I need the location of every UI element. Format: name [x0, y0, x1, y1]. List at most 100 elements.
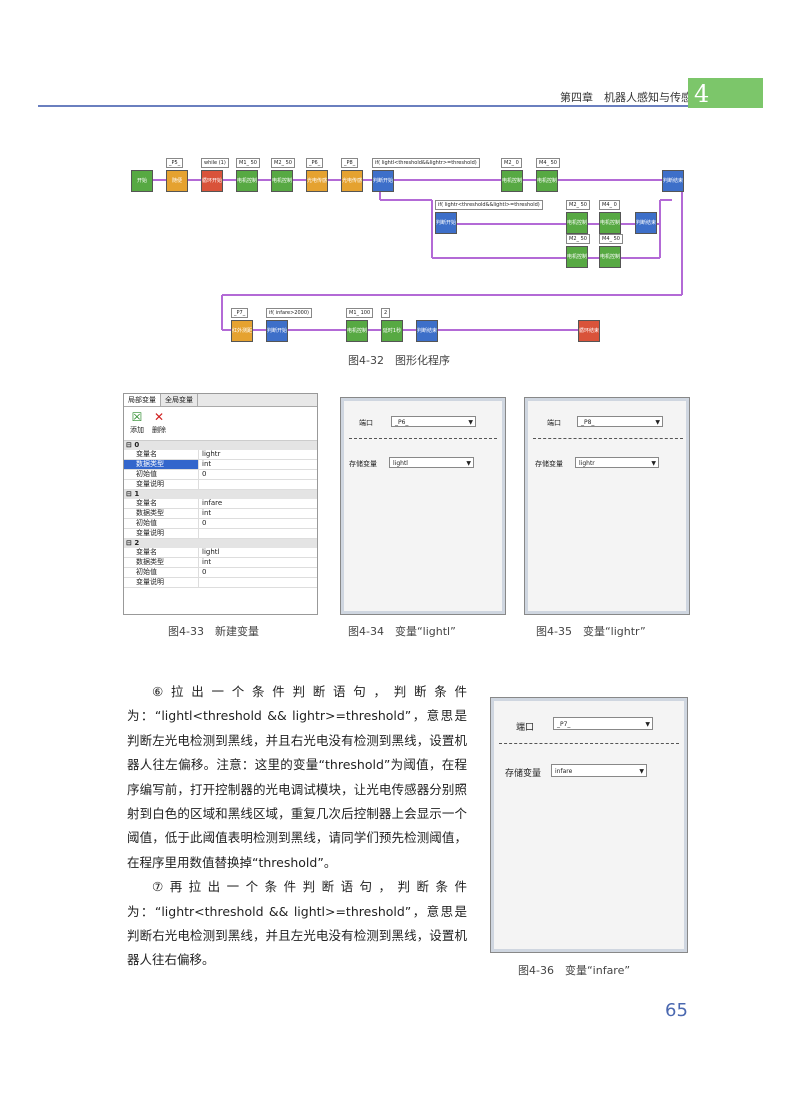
flow-block[interactable]: 开始	[131, 170, 153, 192]
property-value[interactable]	[199, 529, 317, 538]
flow-block-param[interactable]: M2_ 0	[501, 158, 522, 168]
flow-block[interactable]: 判断结束	[662, 170, 684, 192]
flow-block-param[interactable]: M4_ 0	[599, 200, 620, 210]
variable-property-row[interactable]: 变量说明	[124, 529, 317, 539]
flow-block[interactable]: 光电传感	[306, 170, 328, 192]
flow-block-param[interactable]: if( lightr<threshold&&lightl>=threshold)	[435, 200, 543, 210]
flow-block-param[interactable]: _P5_	[166, 158, 184, 168]
port-select-value: _P7_	[557, 721, 571, 728]
property-value[interactable]	[199, 480, 317, 489]
flow-block[interactable]: 循环开始	[201, 170, 223, 192]
property-value[interactable]: int	[202, 509, 212, 517]
collapse-icon[interactable]: ⊟	[126, 490, 135, 498]
property-name: 变量名	[124, 450, 199, 459]
variable-group-header[interactable]: ⊟ 1	[124, 490, 317, 499]
store-variable-label: 存储变量	[505, 769, 542, 779]
flow-block-param[interactable]: M2_ 50	[566, 234, 590, 244]
port-select[interactable]: _P8_▼	[577, 416, 663, 427]
flow-block[interactable]: 电机控制	[271, 170, 293, 192]
variable-group-id: 2	[134, 539, 140, 547]
flow-block-param[interactable]: _P6_	[306, 158, 324, 168]
flow-block[interactable]: 电机控制	[566, 246, 588, 268]
flow-block[interactable]: 电机控制	[346, 320, 368, 342]
add-variable-button[interactable]: ☒ 添加	[130, 409, 144, 438]
port-select[interactable]: _P6_▼	[391, 416, 476, 427]
flow-block[interactable]: 判断结束	[635, 212, 657, 234]
flow-block[interactable]: 红外测距	[231, 320, 253, 342]
delete-icon: ✕	[153, 410, 165, 424]
delete-variable-button[interactable]: ✕ 删除	[152, 409, 166, 438]
tab-local-variables[interactable]: 局部变量	[124, 394, 161, 406]
flow-block-param[interactable]: M4_ 50	[599, 234, 623, 244]
collapse-icon[interactable]: ⊟	[126, 539, 135, 547]
flow-block[interactable]: 判断开始	[266, 320, 288, 342]
property-name: 变量说明	[124, 578, 199, 587]
property-value[interactable]: int	[202, 460, 212, 468]
tab-global-variables[interactable]: 全局变量	[161, 394, 198, 406]
flow-block[interactable]: 随便	[166, 170, 188, 192]
flow-block[interactable]: 电机控制	[501, 170, 523, 192]
flow-block-param[interactable]: 2	[381, 308, 391, 318]
flow-block-param[interactable]: M2_ 50	[271, 158, 295, 168]
property-value[interactable]: 0	[202, 519, 207, 527]
flow-block-param[interactable]: if( lightl<threshold&&lightr>=threshold)	[372, 158, 480, 168]
property-value[interactable]: lightr	[202, 450, 221, 458]
variable-group-header[interactable]: ⊟ 2	[124, 539, 317, 548]
variable-select[interactable]: infare▼	[551, 764, 647, 777]
figure-caption-4-36: 图4-36 变量“infare”	[518, 964, 631, 977]
flow-block[interactable]: 电机控制	[599, 212, 621, 234]
flow-block[interactable]: 判断结束	[416, 320, 438, 342]
flow-block[interactable]: 循环结束	[578, 320, 600, 342]
variable-select[interactable]: lightl▼	[389, 457, 474, 468]
variable-select[interactable]: lightr▼	[575, 457, 659, 468]
flow-block-param[interactable]: M2_ 50	[566, 200, 590, 210]
collapse-icon[interactable]: ⊟	[126, 441, 135, 449]
flow-block-param[interactable]: M1_ 50	[236, 158, 260, 168]
variable-property-row[interactable]: 变量说明	[124, 480, 317, 490]
flow-block-param[interactable]: if( infare>2000)	[266, 308, 312, 318]
chevron-down-icon: ▼	[639, 768, 644, 775]
property-value[interactable]: infare	[202, 499, 223, 507]
figure-caption-4-32: 图4-32 图形化程序	[348, 354, 450, 367]
flow-block[interactable]: 电机控制	[236, 170, 258, 192]
add-icon: ☒	[131, 410, 143, 424]
paragraph-6: ⑥拉出一个条件判断语句，判断条件为：“lightl<threshold && l…	[127, 684, 467, 870]
property-value[interactable]: lightl	[202, 548, 220, 556]
flow-block[interactable]: 判断开始	[435, 212, 457, 234]
figure-caption-4-35: 图4-35 变量“lightr”	[536, 625, 646, 638]
port-select[interactable]: _P7_▼	[553, 717, 653, 730]
variable-select-value: lightl	[393, 460, 408, 467]
flow-block[interactable]: 电机控制	[536, 170, 558, 192]
variable-group-id: 0	[134, 441, 140, 449]
property-value[interactable]: 0	[202, 470, 207, 478]
property-value[interactable]: int	[202, 558, 212, 566]
property-value[interactable]	[199, 578, 317, 587]
flow-block-param[interactable]: M4_ 50	[536, 158, 560, 168]
flow-block[interactable]: 电机控制	[599, 246, 621, 268]
flow-block-param[interactable]: M1_ 100	[346, 308, 374, 318]
flow-block-param[interactable]: _P8_	[341, 158, 359, 168]
flow-block-param[interactable]: _P7_	[231, 308, 249, 318]
variable-group-header[interactable]: ⊟ 0	[124, 441, 317, 450]
variable-toolbar: ☒ 添加 ✕ 删除	[124, 407, 317, 441]
property-value[interactable]: 0	[202, 568, 207, 576]
flow-block[interactable]: 延时1秒	[381, 320, 403, 342]
flow-block[interactable]: 判断开始	[372, 170, 394, 192]
property-name: 数据类型	[124, 509, 199, 518]
divider	[499, 743, 679, 744]
flow-block[interactable]: 电机控制	[566, 212, 588, 234]
variable-property-row[interactable]: 变量说明	[124, 578, 317, 588]
port-label: 端口	[547, 419, 561, 427]
flow-block[interactable]: 光电传感	[341, 170, 363, 192]
delete-variable-label: 删除	[152, 426, 166, 434]
flow-block-param[interactable]: while (1)	[201, 158, 229, 168]
